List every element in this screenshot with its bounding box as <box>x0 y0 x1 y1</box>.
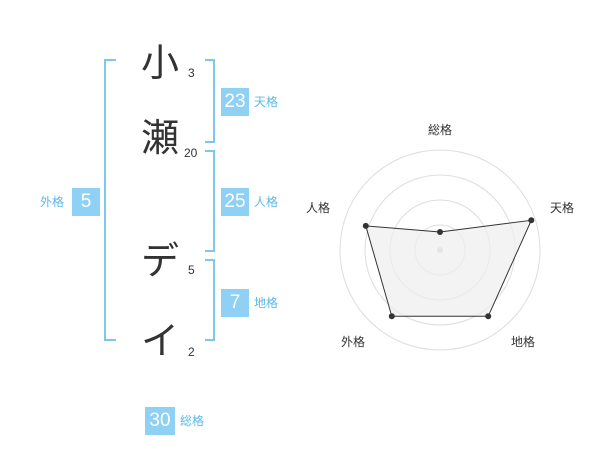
radar-series-polygon <box>365 219 533 317</box>
radar-ring <box>339 149 541 351</box>
gaikaku-bracket <box>104 59 116 341</box>
gaikaku-label: 外格 <box>40 195 65 209</box>
stroke-count-4: 2 <box>188 345 195 359</box>
radar-point-4 <box>362 222 369 229</box>
radar-axis-label-chikaku: 地格 <box>511 335 536 349</box>
radar-point-2 <box>485 313 492 320</box>
stroke-count-1: 3 <box>188 66 195 80</box>
stroke-count-2: 20 <box>184 146 198 160</box>
name-char-1: 小 <box>141 41 180 85</box>
jinkaku-bracket <box>205 150 215 252</box>
chikaku-bracket <box>205 259 215 341</box>
tenkaku-label: 天格 <box>254 95 279 109</box>
tenkaku-value-badge: 23 <box>221 88 249 116</box>
stroke-count-3: 5 <box>188 263 195 277</box>
radar-point-0 <box>437 229 443 235</box>
radar-point-1 <box>528 217 535 224</box>
gaikaku-value-badge: 5 <box>72 188 100 216</box>
jinkaku-value-badge: 25 <box>221 188 249 216</box>
radar-axis-label-tenkaku: 天格 <box>550 201 575 215</box>
radar-axis-label-soukaku: 総格 <box>428 123 453 137</box>
soukaku-value-badge: 30 <box>145 407 175 435</box>
jinkaku-label: 人格 <box>254 195 279 209</box>
chikaku-value-badge: 7 <box>221 289 249 317</box>
radar-axis-label-gaikaku: 外格 <box>341 335 366 349</box>
soukaku-label: 総格 <box>180 414 205 428</box>
chikaku-label: 地格 <box>254 296 279 310</box>
radar-point-3 <box>388 313 395 320</box>
name-char-3: デ <box>141 239 180 283</box>
radar-data <box>362 217 535 320</box>
name-char-4: イ <box>141 319 180 363</box>
tenkaku-bracket <box>205 59 215 143</box>
name-char-2: 瀬 <box>141 116 180 160</box>
radar-axis-label-jinkaku: 人格 <box>306 201 331 215</box>
